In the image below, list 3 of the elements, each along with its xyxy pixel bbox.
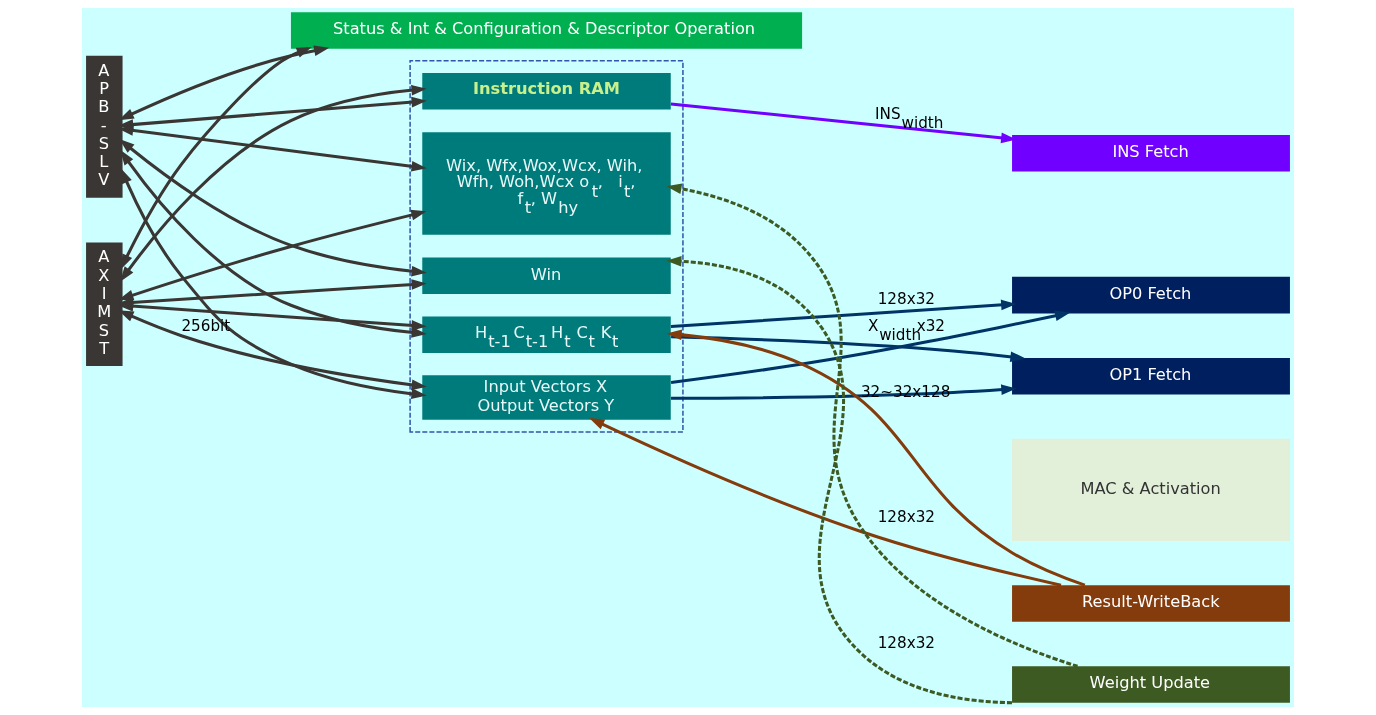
edge-label: 128x32	[877, 290, 936, 309]
edge-label: 128x32	[877, 634, 936, 653]
edge-label: 128x32	[877, 508, 936, 527]
